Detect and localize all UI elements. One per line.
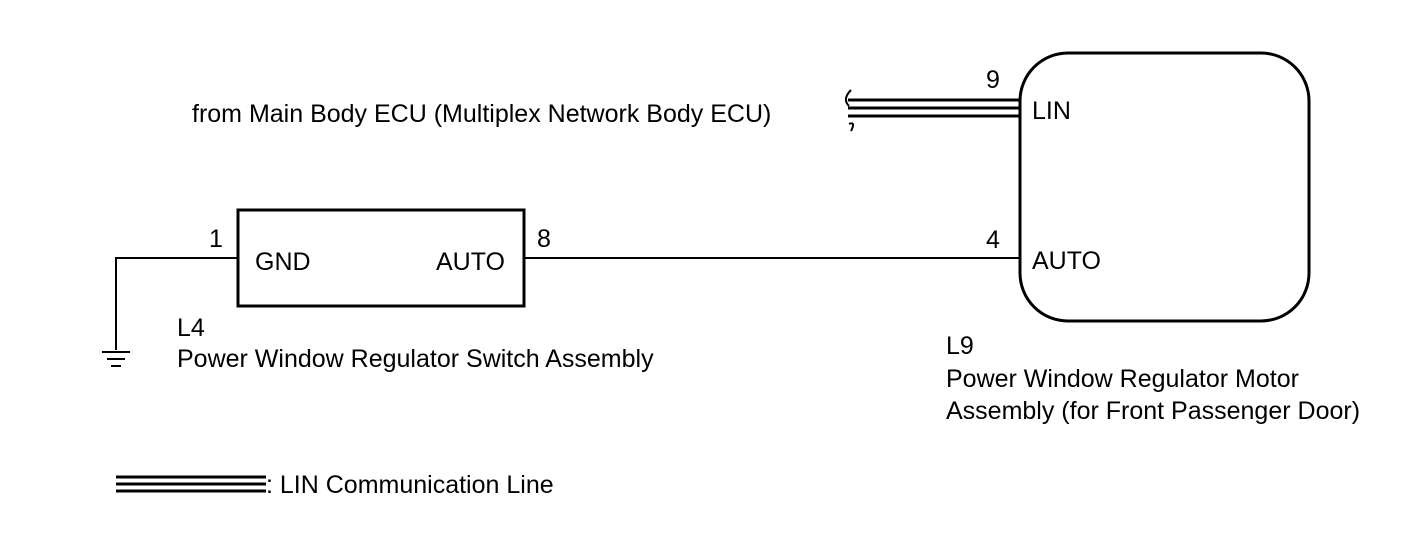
ground-wire <box>115 257 238 350</box>
motor-pin-lin-label: LIN <box>1032 97 1071 125</box>
legend-lin-line-label: : LIN Communication Line <box>266 471 554 499</box>
switch-pin-gnd-label: GND <box>255 248 311 276</box>
ground-symbol-icon <box>102 351 130 367</box>
legend-lin-line-sample <box>116 475 266 493</box>
switch-pin-auto-number: 8 <box>537 225 551 253</box>
switch-pin-gnd-number: 1 <box>209 225 223 253</box>
switch-pin-auto-label: AUTO <box>436 248 505 276</box>
motor-assembly-code: L9 <box>946 332 974 360</box>
switch-assembly-name: Power Window Regulator Switch Assembly <box>177 345 654 373</box>
motor-pin-auto-label: AUTO <box>1032 247 1101 275</box>
motor-assembly-box <box>1018 51 1311 323</box>
motor-assembly-name-line2: Assembly (for Front Passenger Door) <box>946 397 1360 425</box>
motor-pin-lin-number: 9 <box>986 66 1000 94</box>
motor-assembly-name-line1: Power Window Regulator Motor <box>946 365 1299 393</box>
wire-break-icon <box>845 89 855 132</box>
switch-assembly-code: L4 <box>177 314 205 342</box>
motor-pin-auto-number: 4 <box>986 226 1000 254</box>
source-ecu-label: from Main Body ECU (Multiplex Network Bo… <box>192 100 771 128</box>
lin-communication-line <box>848 98 1020 118</box>
